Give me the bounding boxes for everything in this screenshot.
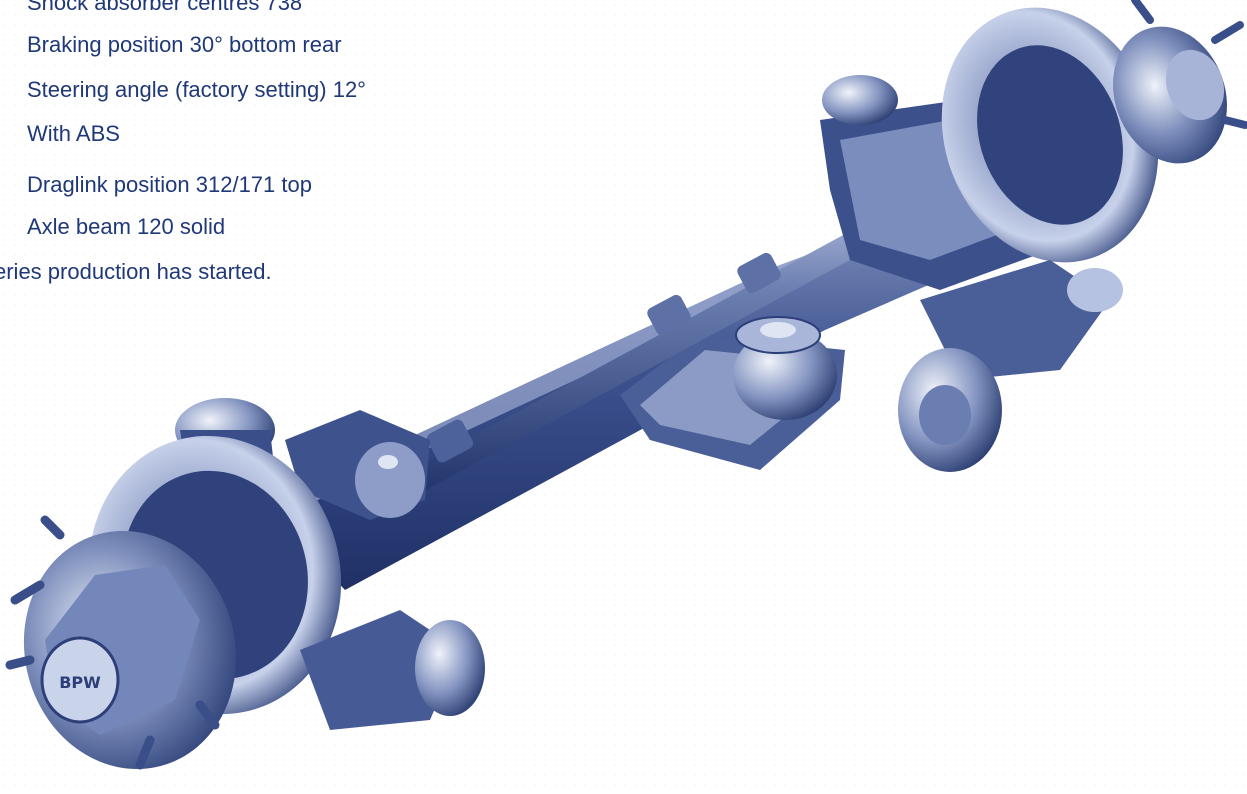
- left-steering-arm: [285, 410, 430, 520]
- center-brake-chamber: [733, 316, 837, 420]
- production-note: eries production has started.: [0, 259, 272, 284]
- spec-braking-position: Braking position 30° bottom rear: [27, 32, 342, 57]
- spec-axle-beam: Axle beam 120 solid: [27, 214, 226, 239]
- spec-steering-angle: Steering angle (factory setting) 12°: [27, 77, 366, 102]
- spec-abs: With ABS: [27, 121, 120, 146]
- right-brake-chamber: [898, 260, 1123, 472]
- right-wheel-hub: [1113, 0, 1247, 164]
- hub-cap-logo: BPW: [59, 673, 101, 692]
- spec-shock-absorber: Shock absorber centres 738: [27, 0, 303, 15]
- right-brake-disc: [941, 7, 1159, 263]
- left-wheel-hub: BPW: [5, 515, 237, 770]
- spec-draglink-position: Draglink position 312/171 top: [27, 172, 312, 197]
- left-brake-chamber: [300, 610, 485, 730]
